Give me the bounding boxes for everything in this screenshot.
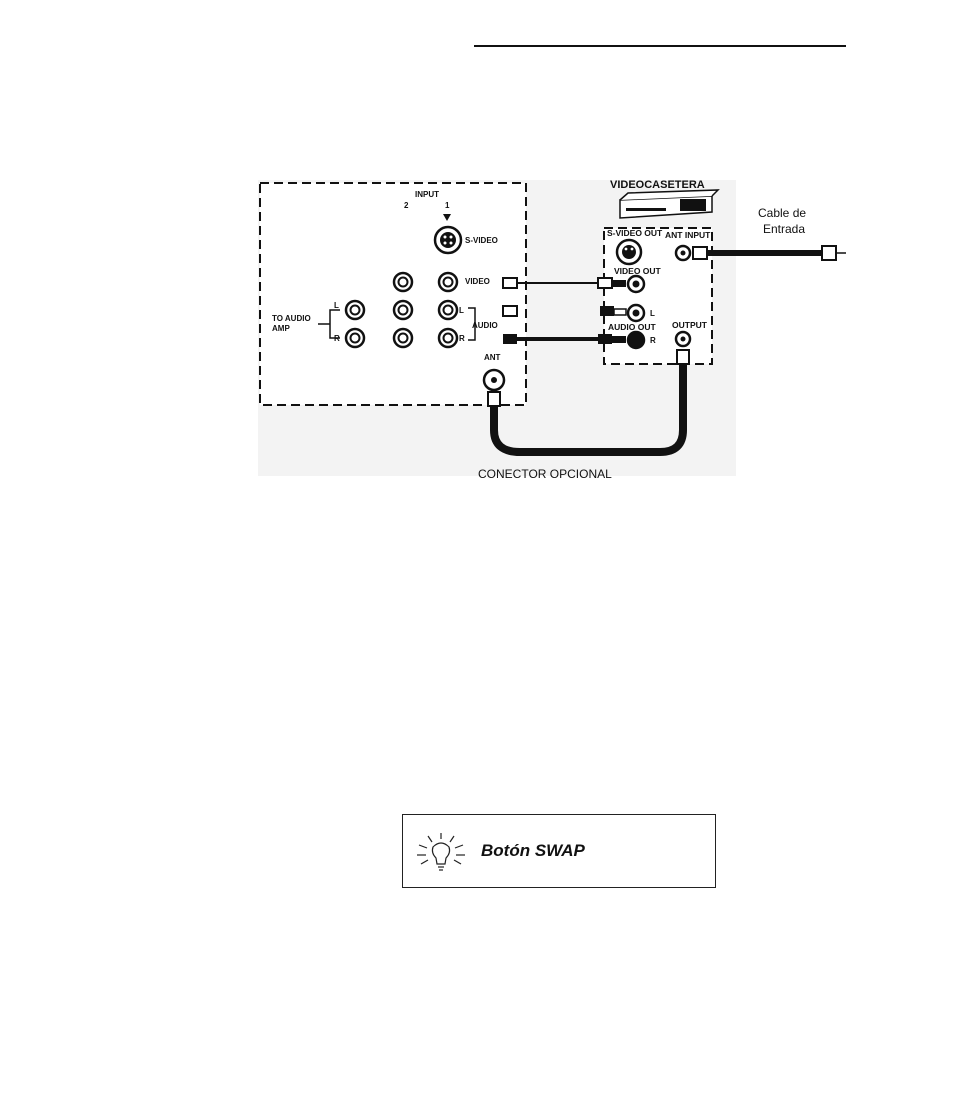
to-audio-label: TO AUDIO: [272, 314, 311, 323]
tv-ant-label: ANT: [484, 353, 501, 362]
tv-back-panel: [260, 183, 526, 405]
tv-ant-jack: [484, 370, 504, 390]
input-1-label: 1: [445, 201, 450, 210]
input-label: INPUT: [415, 190, 439, 199]
vcr-video-out-label: VIDEO OUT: [614, 266, 662, 276]
cable-label-line2: Entrada: [763, 222, 805, 236]
vcr-l-label: L: [650, 309, 655, 318]
vcr-output-label: OUTPUT: [672, 320, 708, 330]
tv-l-label: L: [459, 306, 464, 315]
tv-svideo-label: S-VIDEO: [465, 236, 498, 245]
vcr-ant-input-jack: [676, 246, 690, 260]
vcr-rca-jacks: [628, 276, 644, 348]
connection-diagram: INPUT 2 1 S-VIDEO VIDEO L R AUDIO L R TO…: [0, 0, 954, 500]
amp-l-label: L: [334, 301, 339, 310]
amp-r-label: R: [334, 334, 340, 343]
tv-svideo-jack: [435, 227, 461, 253]
swap-tip-box: Botón SWAP: [402, 814, 716, 888]
tv-video-label: VIDEO: [465, 277, 490, 286]
tv-r-label: R: [459, 334, 465, 343]
cable-label-line1: Cable de: [758, 206, 806, 220]
tv-audio-label: AUDIO: [472, 321, 498, 330]
lightbulb-icon: [411, 831, 471, 877]
vcr-title: VIDEOCASETERA: [610, 179, 705, 191]
vcr-svideo-jack: [617, 240, 641, 264]
vcr-audio-out-label: AUDIO OUT: [608, 322, 657, 332]
vcr-svideo-out-label: S-VIDEO OUT: [607, 228, 663, 238]
optional-connector-label: CONECTOR OPCIONAL: [478, 467, 612, 481]
amp-label: AMP: [272, 324, 290, 333]
swap-tip-title: Botón SWAP: [481, 841, 585, 861]
input-2-label: 2: [404, 201, 409, 210]
vcr-output-jack: [676, 332, 690, 346]
vcr-r-label: R: [650, 336, 656, 345]
vcr-ant-input-label: ANT INPUT: [665, 230, 711, 240]
